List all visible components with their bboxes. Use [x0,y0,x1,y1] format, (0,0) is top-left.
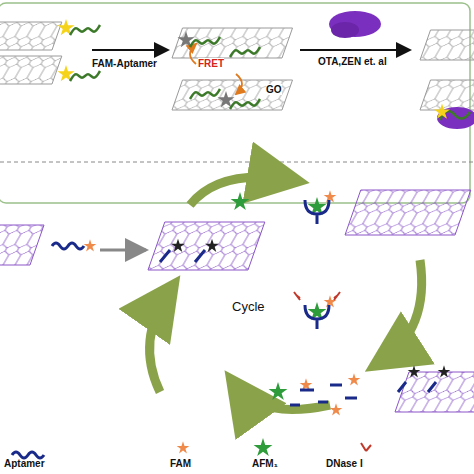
legend-text: Aptamer [4,458,45,469]
label: FAM-Aptamer [92,58,157,69]
label: GO [266,84,282,95]
legend-text: FAM [170,458,191,469]
star-symbol [171,239,185,252]
star-symbol [205,239,219,252]
star-symbol [438,365,451,377]
aptamer [190,89,220,99]
star-symbol [330,403,343,415]
star-symbol [84,239,97,251]
graphene-sheet [0,56,62,84]
graphene-sheet [395,372,474,412]
graphene-sheet [0,225,44,265]
star-symbol [408,365,421,377]
star-symbol [434,104,450,119]
aptamer [230,47,260,57]
star-symbol [254,438,273,456]
legend-text: DNase I [326,458,363,469]
star-symbol [231,192,250,210]
graphene-sheet [420,30,474,60]
graphene-sheet [420,80,474,110]
graphene-sheet [345,190,471,235]
label: FRET [198,58,224,69]
aptamer [70,71,100,81]
aptamer [230,99,260,109]
star-symbol [269,382,288,400]
legend-text: AFM₁ [252,458,278,469]
aptamer [190,37,220,47]
graphene-sheet [0,22,62,50]
graphene-sheet [172,80,293,110]
label: Cycle [232,300,265,314]
star-symbol [177,441,190,453]
graphene-sheet [148,222,265,270]
aptamer [70,25,100,35]
label: OTA,ZEN et. al [318,56,387,67]
star-symbol [348,373,361,385]
